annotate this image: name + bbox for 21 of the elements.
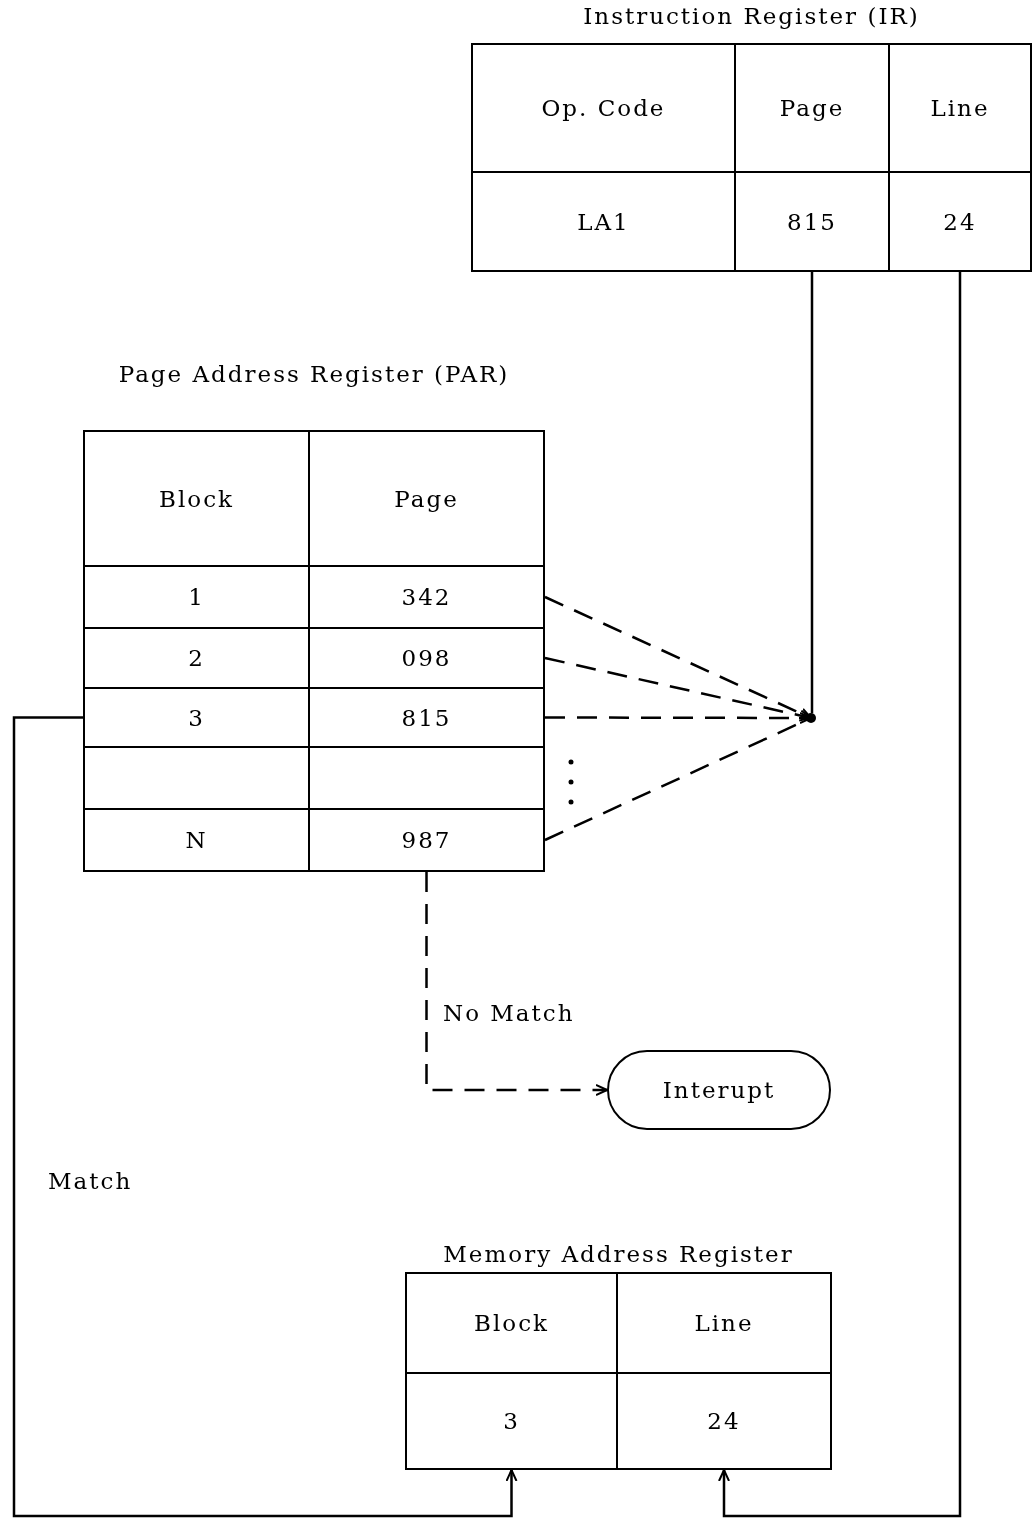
table-cell: 987 — [308, 808, 545, 872]
junction-dot — [806, 713, 816, 723]
arrow — [425, 872, 608, 1096]
table-cell: Page — [308, 430, 545, 567]
terminal-node: Interupt — [607, 1050, 831, 1130]
table-cell: 24 — [888, 171, 1032, 272]
table-cell: Block — [83, 430, 310, 567]
table-cell: LA1 — [471, 171, 736, 272]
table-cell: Line — [616, 1272, 832, 1374]
register-title: Memory Address Register — [443, 1240, 794, 1269]
connector-line — [810, 272, 814, 713]
register-title: Page Address Register (PAR) — [118, 360, 510, 389]
table-cell: 3 — [405, 1372, 618, 1470]
table-cell: N — [83, 808, 310, 872]
arrow — [12, 716, 518, 1518]
register-title: Instruction Register (IR) — [583, 2, 920, 31]
table-cell: Op. Code — [471, 43, 736, 173]
arrow — [718, 272, 962, 1518]
table-cell: Line — [888, 43, 1032, 173]
table-cell: Block — [405, 1272, 618, 1374]
table-cell: 24 — [616, 1372, 832, 1470]
